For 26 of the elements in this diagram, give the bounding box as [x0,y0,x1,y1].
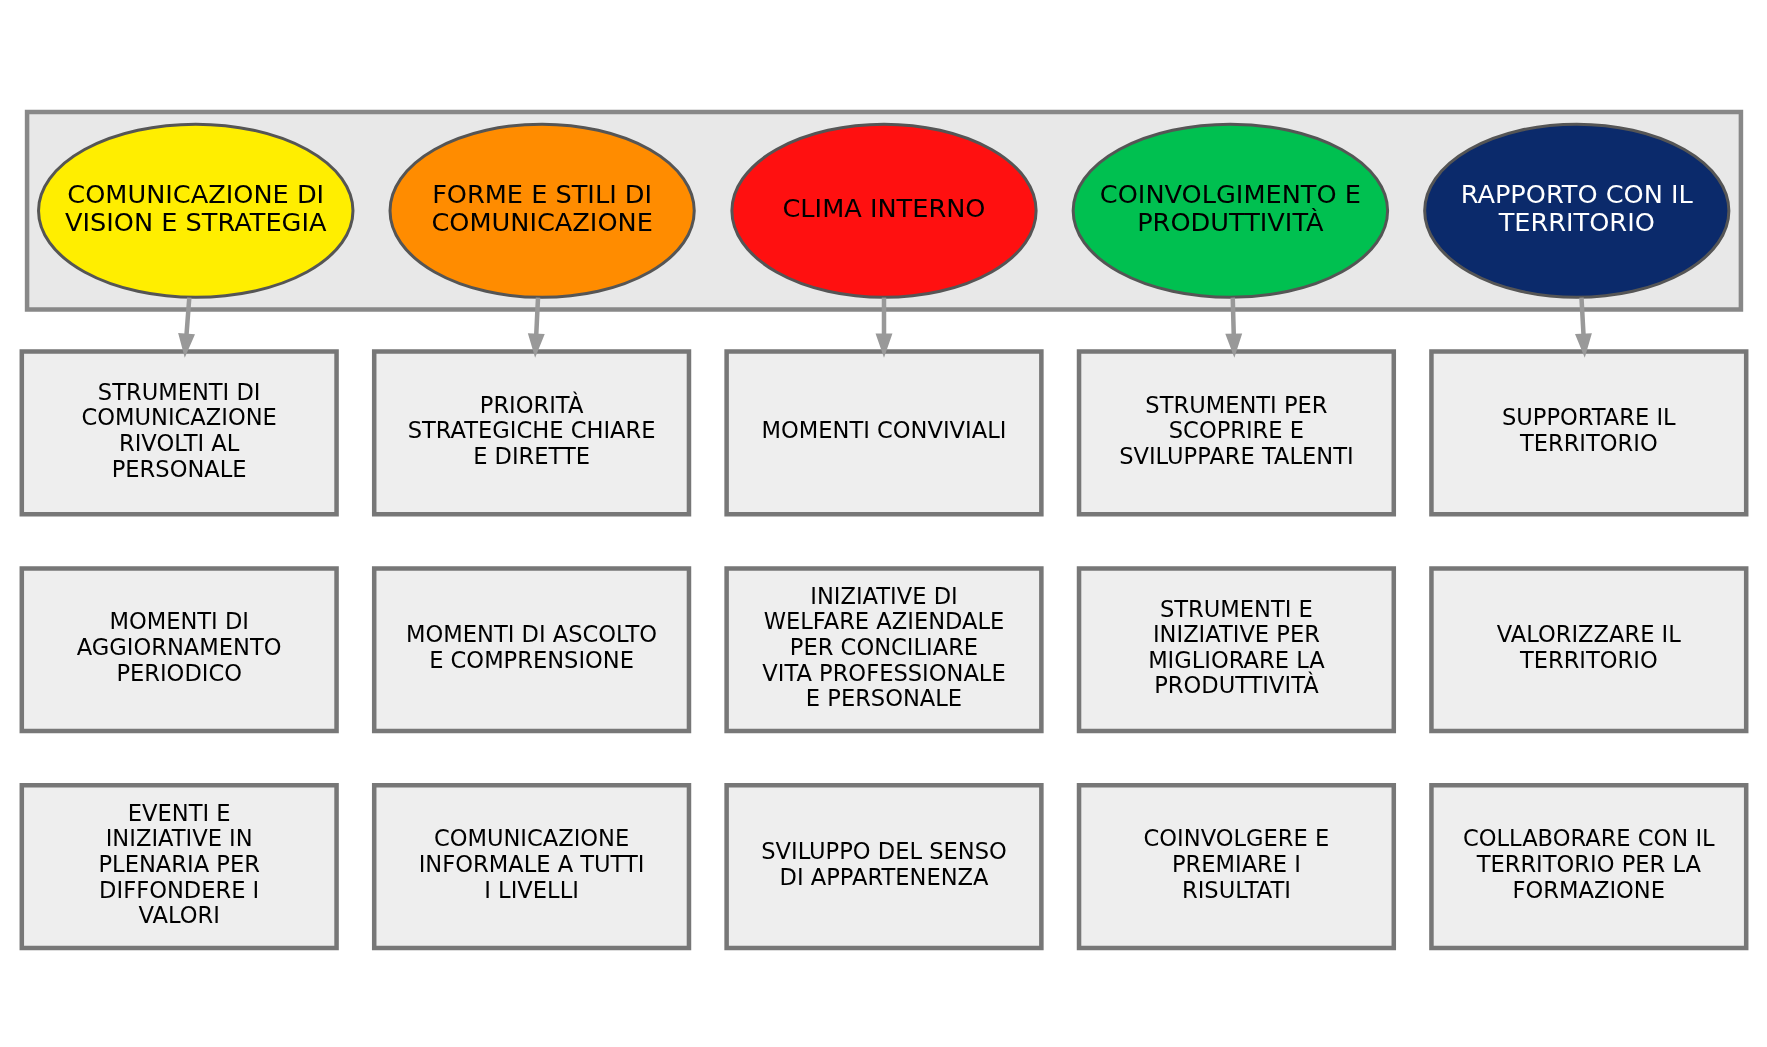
node-box: EVENTI E INIZIATIVE IN PLENARIA PER DIFFONDERE I VALORI [19,782,339,950]
arrow [875,297,892,358]
node-box: COMUNICAZIONE INFORMALE A TUTTI I LIVELLI [371,782,691,950]
node-box: STRUMENTI PER SCOPRIRE E SVILUPPARE TALENTI [1076,348,1396,516]
cluster [24,109,1743,312]
arrow [1224,297,1242,358]
node-ellipse: COMUNICAZIONE DI VISION E STRATEGIA [36,122,354,299]
node-ellipse: FORME E STILI DI COMUNICAZIONE [388,122,696,299]
node-box: STRUMENTI DI COMUNICAZIONE RIVOLTI AL PERSONALE [19,348,339,516]
node-box: COLLABORARE CON IL TERRITORIO PER LA FORMAZIONE [1428,782,1748,950]
node-box: MOMENTI DI AGGIORNAMENTO PERIODICO [19,565,339,733]
node-ellipse: CLIMA INTERNO [729,122,1038,299]
node-box: STRUMENTI E INIZIATIVE PER MIGLIORARE LA PRODUTTIVITÀ [1076,565,1396,733]
node-ellipse: RAPPORTO CON IL TERRITORIO [1422,122,1730,299]
arrow [527,297,545,358]
node-box: COINVOLGERE E PREMIARE I RISULTATI [1076,782,1396,950]
node-box: MOMENTI DI ASCOLTO E COMPRENSIONE [371,565,691,733]
node-box: SVILUPPO DEL SENSO DI APPARTENENZA [723,782,1044,950]
node-box: INIZIATIVE DI WELFARE AZIENDALE PER CONCILIARE VITA PROFESSIONALE E PERSONALE [723,565,1044,733]
node-box: PRIORITÀ STRATEGICHE CHIARE E DIRETTE [371,348,691,516]
arrow [1574,296,1592,358]
node-box: SUPPORTARE IL TERRITORIO [1428,348,1748,516]
node-ellipse: COINVOLGIMENTO E PRODUTTIVITÀ [1071,122,1389,299]
node-box: VALORIZZARE IL TERRITORIO [1428,565,1748,733]
node-box: MOMENTI CONVIVIALI [723,348,1044,516]
arrow [177,296,195,358]
